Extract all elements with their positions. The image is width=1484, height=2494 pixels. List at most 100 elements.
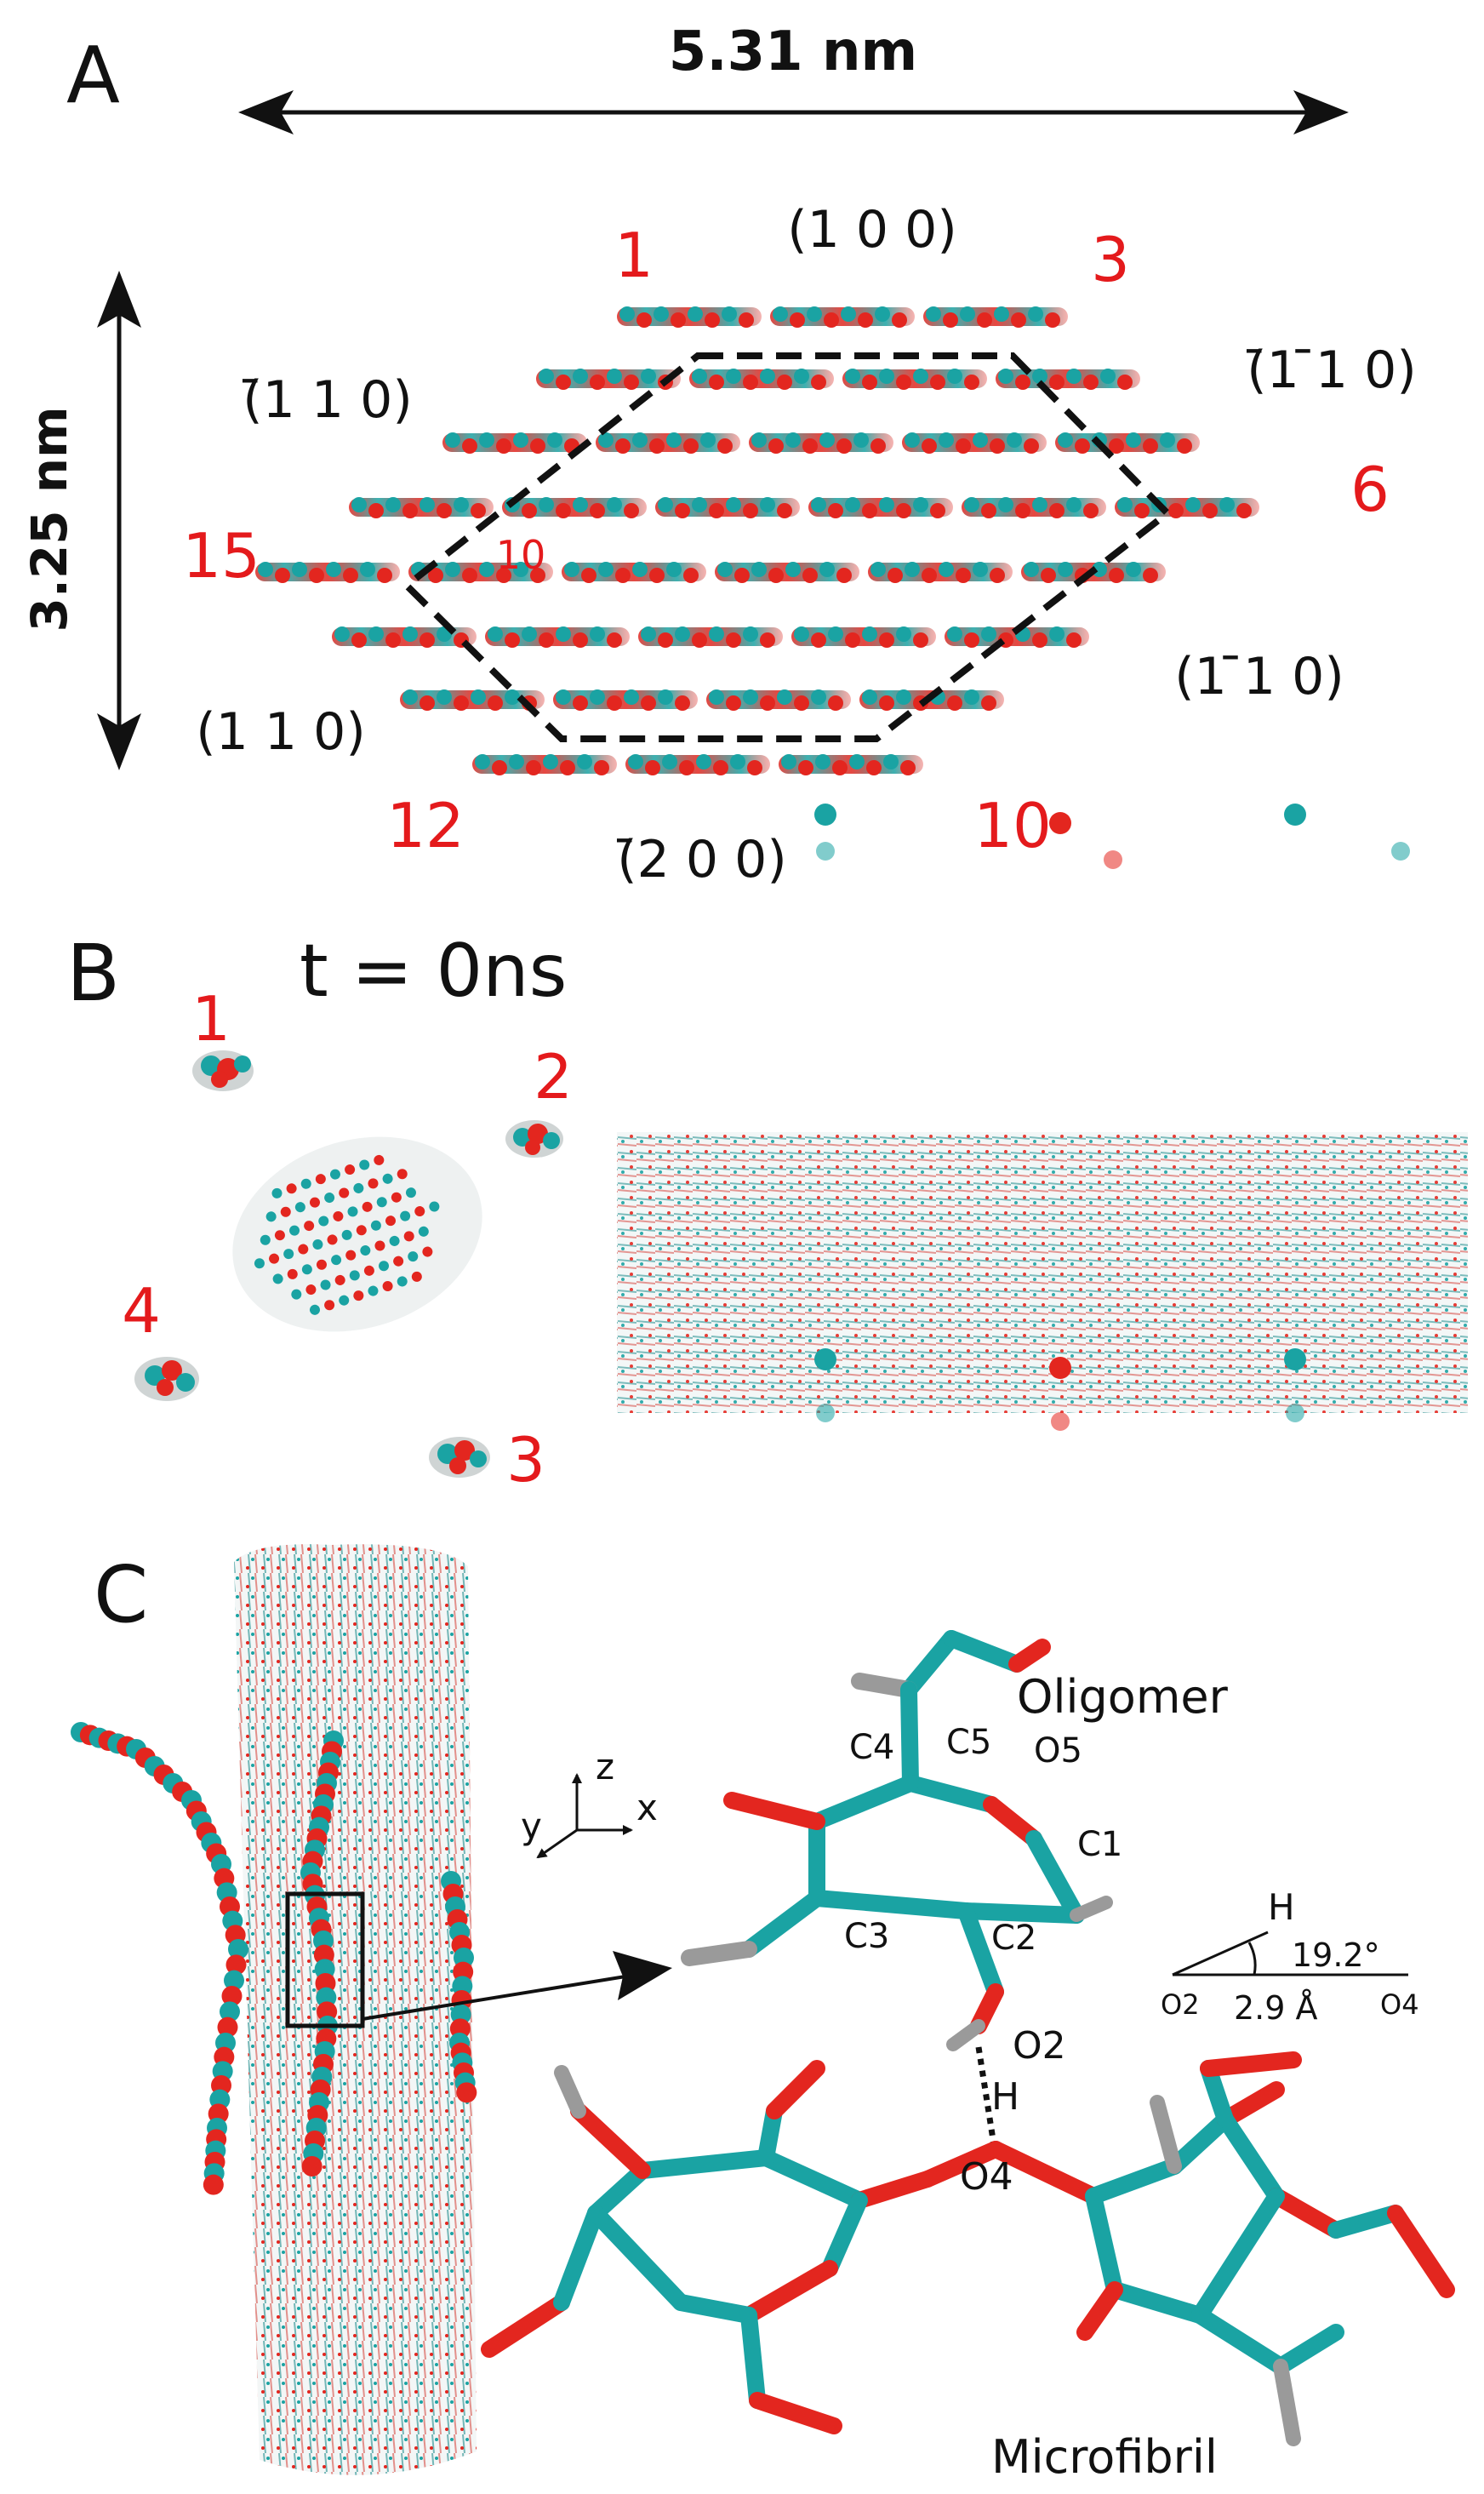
oligomer-end-4 — [134, 1357, 199, 1401]
oligomer-end-3 — [429, 1437, 490, 1478]
cellulose-chain-array — [255, 306, 1259, 775]
cellulose-chain — [779, 754, 923, 775]
oligomer-side-chain — [814, 1348, 1306, 1379]
cellulose-chain — [923, 306, 1068, 328]
chain-number-3: 3 — [1091, 224, 1130, 295]
zoom-arrow-head — [613, 1951, 672, 2000]
hbond-geometry-inset: H 19.2° O2 2.9 Å O4 — [1161, 1886, 1419, 2027]
atom-label-c5: C5 — [946, 1723, 991, 1762]
atom-label-h: H — [991, 2075, 1019, 2119]
plane-label-110: (1 1 0) — [196, 702, 365, 762]
oligomer-bead-chains — [71, 1722, 477, 2195]
cellulose-chain — [638, 626, 783, 648]
cellulose-chain — [472, 754, 617, 775]
atom-label-o2: O2 — [1013, 2024, 1066, 2068]
oligomer-number-2: 2 — [534, 1041, 573, 1113]
panel-a-letter: A — [66, 30, 120, 121]
cellulose-chain — [255, 562, 400, 583]
cellulose-chain — [1055, 432, 1200, 454]
cellulose-chain — [868, 562, 1013, 583]
cellulose-chain — [842, 369, 987, 390]
oligomer-end-1 — [192, 1050, 254, 1091]
cellulose-chain — [536, 369, 681, 390]
oligomer-number-4: 4 — [122, 1275, 161, 1347]
end-view-chain-row — [309, 1271, 422, 1315]
chain-number-1: 1 — [614, 220, 654, 291]
cellulose-chain — [349, 497, 494, 518]
cellulose-chain — [502, 497, 647, 518]
cellulose-chain — [706, 689, 851, 711]
inset-distance-label: 2.9 Å — [1234, 1989, 1318, 2027]
oligomer-side-chain — [816, 842, 1410, 869]
panel-c: C z y x — [71, 1544, 1455, 2484]
cellulose-chain — [400, 689, 545, 711]
coordinate-axes: z y x — [521, 1746, 658, 1859]
microfibril-glucose-chain — [481, 2051, 1455, 2446]
zoom-box — [285, 1891, 365, 2028]
chain-number-12: 12 — [386, 790, 465, 861]
plane-label-1-bar1-0: (1 ̄1 0) — [1174, 647, 1344, 706]
microfibril-side-view — [617, 1132, 1468, 1413]
plane-label-bar1-bar1-0: (̄1 ̄1 0) — [1247, 340, 1417, 400]
atom-label-c4: C4 — [849, 1728, 894, 1767]
axis-x-label: x — [636, 1787, 658, 1828]
cellulose-chain — [625, 754, 770, 775]
chain-number-10: 10 — [973, 790, 1052, 861]
cellulose-chain — [962, 497, 1106, 518]
oligomer-number-1: 1 — [191, 983, 231, 1055]
cellulose-chain — [689, 369, 834, 390]
chain-number-10-inner: 10 — [496, 532, 546, 578]
cellulose-chain — [442, 432, 587, 454]
panel-a: A 5.31 nm 3.25 nm (1 0 0) (̄1 ̄1 0) (̄1 … — [20, 20, 1417, 889]
inset-h-label: H — [1268, 1886, 1295, 1928]
atom-label-o4: O4 — [960, 2155, 1013, 2199]
oligomer-label: Oligomer — [1017, 1670, 1229, 1724]
height-arrow-top-head — [97, 271, 141, 328]
chain-number-6: 6 — [1350, 454, 1390, 525]
cellulose-chain — [332, 626, 477, 648]
chain-number-15: 15 — [182, 520, 260, 592]
atom-label-c1: C1 — [1077, 1825, 1122, 1864]
cellulose-chain — [655, 497, 800, 518]
cellulose-chain — [485, 626, 630, 648]
oligomer-end-2 — [505, 1120, 563, 1158]
end-view-chain-row — [260, 1187, 416, 1245]
panel-c-letter: C — [94, 1549, 148, 1640]
end-view-chain-row — [254, 1201, 440, 1269]
end-view-chain-row — [272, 1226, 429, 1284]
oligomer-bead-chain-center — [300, 1730, 344, 2177]
cellulose-chain — [562, 562, 706, 583]
height-label: 3.25 nm — [20, 406, 78, 632]
cellulose-chain — [996, 369, 1140, 390]
cellulose-chain — [553, 689, 698, 711]
width-arrow-right-head — [1293, 90, 1349, 134]
hydrogen-bond — [975, 2046, 997, 2146]
end-view-chain-row — [291, 1246, 433, 1300]
cellulose-chain — [902, 432, 1047, 454]
width-arrow-left-head — [238, 90, 294, 134]
inset-angle-label: 19.2° — [1292, 1936, 1380, 1974]
cellulose-chain — [715, 562, 859, 583]
zoom-line — [362, 1975, 626, 2021]
panel-b: B t = 0ns 1 2 4 3 — [66, 804, 1468, 1496]
oligomer-bead-chain-right — [441, 1871, 477, 2103]
oligomer-side-chain — [814, 804, 1306, 834]
cellulose-chain — [408, 562, 553, 583]
height-arrow-bottom-head — [97, 713, 141, 770]
cellulose-chain — [749, 432, 893, 454]
cellulose-chain — [596, 432, 740, 454]
axis-z-label: z — [596, 1746, 614, 1788]
end-view-chain-row — [265, 1169, 408, 1222]
time-label: t = 0ns — [300, 929, 567, 1014]
microfibril-vertical-view — [234, 1544, 477, 2475]
oligomer-side-chain — [816, 1404, 1304, 1431]
cellulose-chain — [617, 306, 762, 328]
atom-label-c3: C3 — [844, 1917, 889, 1956]
atom-label-c2: C2 — [991, 1919, 1036, 1958]
cellulose-chain — [770, 306, 915, 328]
inset-o4-label: O4 — [1380, 1988, 1419, 2021]
atom-label-o5: O5 — [1034, 1731, 1082, 1770]
microfibril-cross-section-outline — [401, 352, 1173, 742]
end-view-chain-row — [271, 1154, 385, 1198]
